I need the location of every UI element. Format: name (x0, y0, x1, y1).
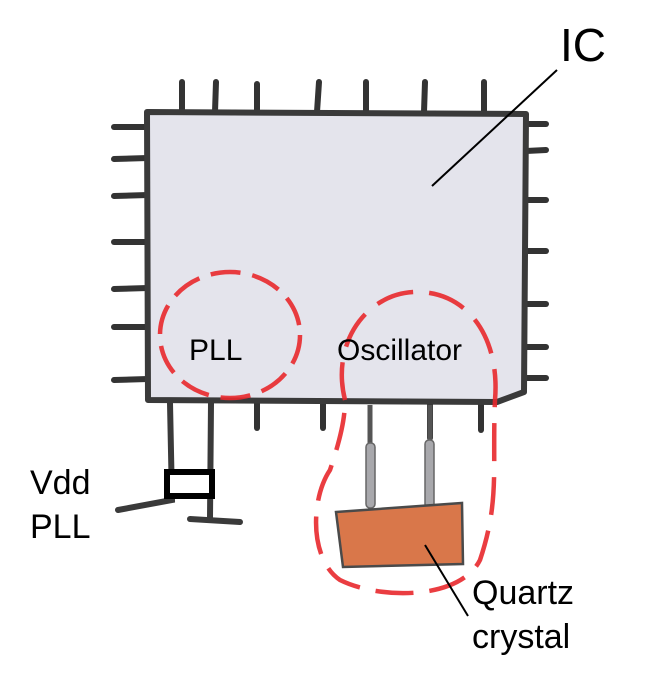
ic-chip-body (144, 109, 529, 405)
vdd-pll-pins (115, 400, 243, 525)
left-pins (111, 124, 151, 383)
quartz-crystal (334, 501, 465, 569)
quartz-crystal-label-line2: crystal (472, 618, 571, 656)
pll-highlight-circle (157, 269, 303, 401)
vdd-pll-label-line2: PLL (30, 508, 91, 546)
filter-component (164, 469, 215, 499)
quartz-leader-line (424, 544, 469, 617)
ic-leader-line (431, 69, 558, 187)
ic-label: IC (560, 19, 606, 71)
top-pins (179, 79, 487, 115)
pll-label: PLL (189, 334, 243, 367)
vdd-pll-label-line1: Vdd (30, 464, 91, 502)
crystal-leads (365, 405, 435, 509)
quartz-crystal-label-line1: Quartz (472, 574, 575, 612)
oscillator-label: Oscillator (337, 334, 463, 367)
oscillator-highlight-loop (313, 289, 498, 596)
right-pins (523, 121, 549, 381)
